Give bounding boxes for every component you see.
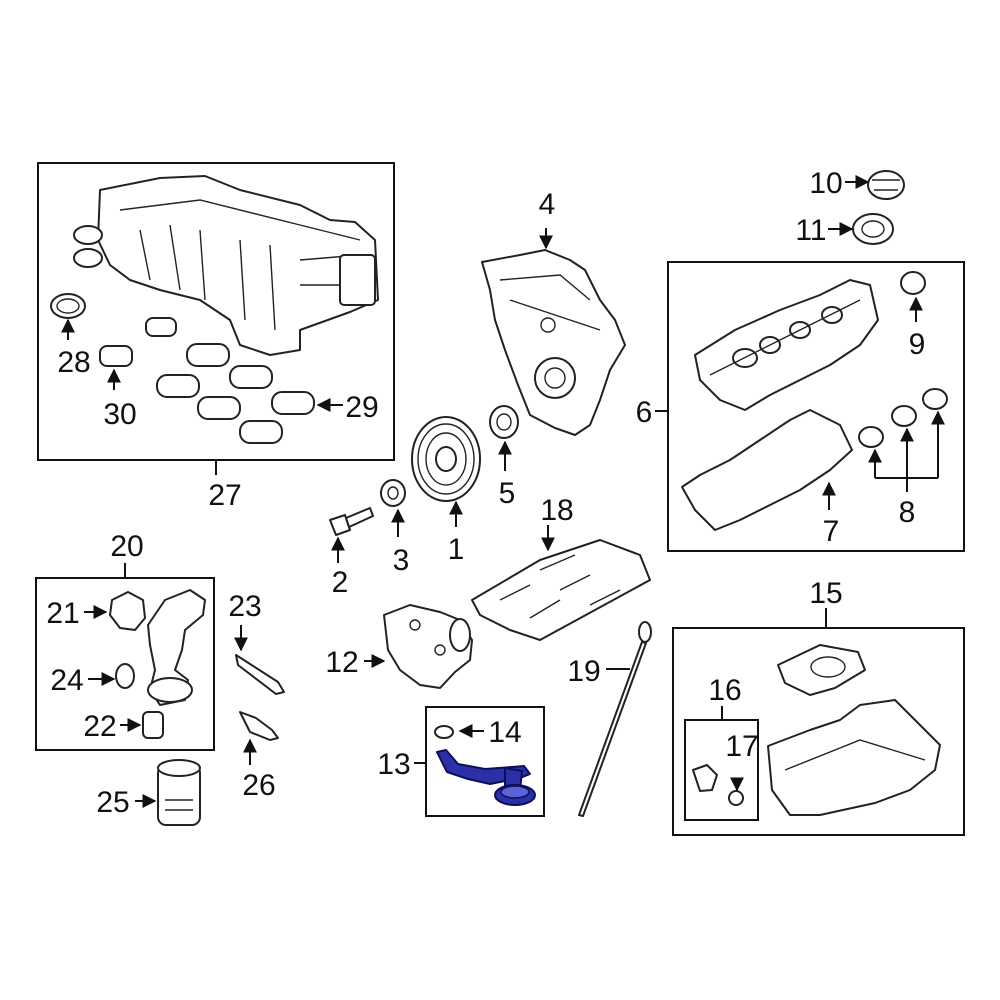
callout-20: 20 (110, 530, 143, 563)
callout-29: 29 (345, 391, 378, 424)
stud-23-part[interactable] (235, 654, 285, 695)
callout-10: 10 (809, 167, 842, 200)
callout-3: 3 (393, 544, 410, 577)
sensor-26-part[interactable] (239, 711, 279, 741)
dipstick-part[interactable] (578, 621, 652, 817)
callout-21: 21 (46, 597, 79, 630)
callout-19: 19 (567, 655, 600, 688)
callout-12: 12 (325, 646, 358, 679)
oil-filter-25-part[interactable] (157, 759, 201, 826)
callout-28: 28 (57, 346, 90, 379)
callout-15: 15 (809, 577, 842, 610)
callout-6: 6 (636, 396, 653, 429)
baffle-part[interactable] (777, 644, 866, 696)
valve-cover-gasket-part[interactable] (681, 409, 853, 531)
valve-cover-group-box (667, 261, 965, 552)
drain-washer-17-part[interactable] (728, 790, 744, 806)
gasket-30 (99, 345, 133, 367)
intake-gaskets[interactable] (50, 293, 315, 444)
oil-pan-group-box (672, 627, 965, 836)
crank-bolt-part[interactable] (329, 507, 374, 536)
callout-9: 9 (909, 328, 926, 361)
crank-pulley-part[interactable] (411, 416, 481, 502)
timing-cover-part[interactable] (481, 249, 626, 436)
callout-labels: 1 2 3 4 5 6 7 8 9 10 11 12 13 14 15 16 1… (46, 167, 925, 819)
callout-30: 30 (103, 398, 136, 431)
front-seal-part[interactable] (489, 405, 519, 439)
callout-4: 4 (539, 188, 556, 221)
callout-5: 5 (499, 477, 516, 510)
callout-2: 2 (332, 566, 349, 599)
callout-18: 18 (540, 494, 573, 527)
oil-filler-cap-part[interactable] (867, 170, 905, 200)
callout-27: 27 (208, 479, 241, 512)
callout-8: 8 (899, 496, 916, 529)
oil-pump-part[interactable] (383, 604, 473, 689)
callout-11: 11 (795, 214, 826, 247)
oil-pan-part[interactable] (767, 699, 941, 816)
callout-13: 13 (377, 748, 410, 781)
drain-plug-16-part[interactable] (692, 764, 718, 792)
pickup-o-ring-part[interactable] (434, 725, 454, 739)
seal-9-part[interactable] (900, 271, 926, 295)
oil-pickup-tube-highlighted[interactable] (436, 749, 536, 806)
cylinder-22-part[interactable] (142, 711, 164, 739)
bushing-24-part[interactable] (115, 663, 135, 689)
callout-25: 25 (96, 786, 129, 819)
washer-part[interactable] (380, 479, 406, 507)
oil-pickup-group-box (425, 706, 545, 817)
gasket-28 (50, 293, 86, 319)
bearing-bridge-part[interactable] (471, 539, 651, 641)
spark-plug-tube-seals[interactable] (858, 388, 948, 448)
valve-cover-part[interactable] (694, 279, 879, 411)
callout-7: 7 (823, 515, 840, 548)
callout-17: 17 (725, 730, 758, 763)
intake-manifold-part[interactable] (73, 175, 379, 356)
callout-1: 1 (448, 533, 465, 566)
callout-14: 14 (488, 716, 521, 749)
oil-filter-adapter-part[interactable] (147, 589, 206, 706)
filler-cap-seal-part[interactable] (852, 213, 894, 245)
seal-21-part[interactable] (109, 591, 146, 631)
callout-26: 26 (242, 769, 275, 802)
callout-22: 22 (83, 710, 116, 743)
callout-23: 23 (228, 590, 261, 623)
callout-16: 16 (708, 674, 741, 707)
callout-24: 24 (50, 664, 83, 697)
leader-lines (61, 175, 945, 808)
